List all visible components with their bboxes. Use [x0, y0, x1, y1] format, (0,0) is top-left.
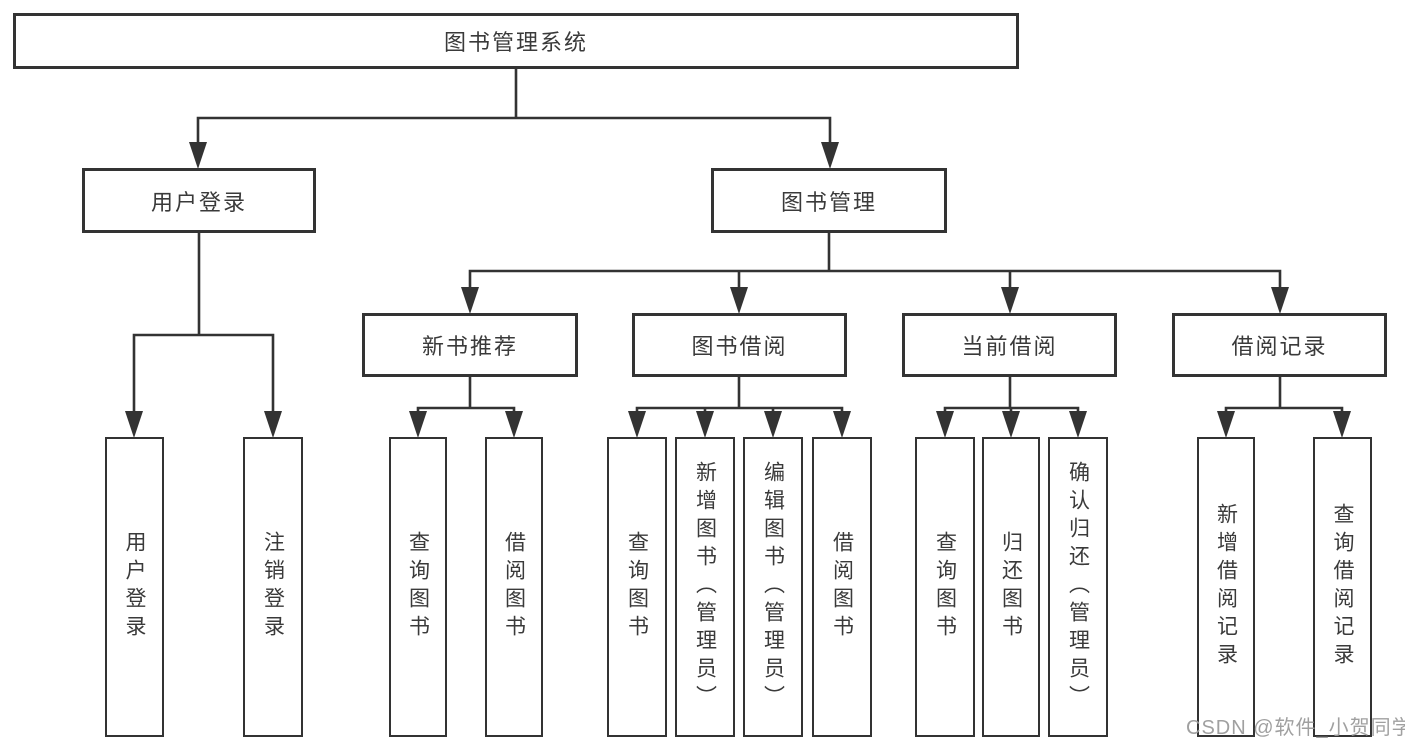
leaf-return-book-label: 归还图书 [999, 531, 1023, 643]
leaf-edit-book-admin-label: 编辑图书（管理员） [761, 461, 785, 713]
leaf-add-book-admin-label: 新增图书（管理员） [693, 461, 717, 713]
leaf-borrow-books-recommend-label: 借阅图书 [502, 531, 526, 643]
leaf-add-borrow-record-label: 新增借阅记录 [1214, 503, 1238, 671]
leaf-user-login-label: 用户登录 [123, 531, 146, 643]
node-book-borrowing: 图书借阅 [632, 313, 847, 377]
leaf-borrow-books-recommend: 借阅图书 [485, 437, 543, 737]
leaf-query-books-borrowing-label: 查询图书 [625, 531, 649, 643]
node-current-borrowing: 当前借阅 [902, 313, 1117, 377]
leaf-user-login: 用户登录 [105, 437, 164, 737]
leaf-logout: 注销登录 [243, 437, 303, 737]
leaf-query-books-current-label: 查询图书 [933, 531, 957, 643]
leaf-borrow-books-borrowing: 借阅图书 [812, 437, 872, 737]
leaf-borrow-books-borrowing-label: 借阅图书 [830, 531, 854, 643]
leaf-logout-label: 注销登录 [261, 531, 285, 643]
node-new-book-recommend: 新书推荐 [362, 313, 578, 377]
leaf-add-borrow-record: 新增借阅记录 [1197, 437, 1255, 737]
leaf-edit-book-admin: 编辑图书（管理员） [743, 437, 803, 737]
leaf-query-books-current: 查询图书 [915, 437, 975, 737]
watermark: CSDN @软件_小贺同学 [1186, 717, 1405, 739]
leaf-query-books-recommend: 查询图书 [389, 437, 447, 737]
leaf-confirm-return-admin-label: 确认归还（管理员） [1066, 461, 1090, 713]
node-user-login: 用户登录 [82, 168, 316, 233]
leaf-query-books-recommend-label: 查询图书 [406, 531, 430, 643]
leaf-add-book-admin: 新增图书（管理员） [675, 437, 735, 737]
leaf-query-borrow-record-label: 查询借阅记录 [1331, 503, 1354, 671]
leaf-query-books-borrowing: 查询图书 [607, 437, 667, 737]
leaf-return-book: 归还图书 [982, 437, 1040, 737]
leaf-confirm-return-admin: 确认归还（管理员） [1048, 437, 1108, 737]
arrowheads [125, 142, 1351, 438]
node-borrow-records: 借阅记录 [1172, 313, 1387, 377]
node-book-management: 图书管理 [711, 168, 947, 233]
leaf-query-borrow-record: 查询借阅记录 [1313, 437, 1372, 737]
node-root: 图书管理系统 [13, 13, 1019, 69]
